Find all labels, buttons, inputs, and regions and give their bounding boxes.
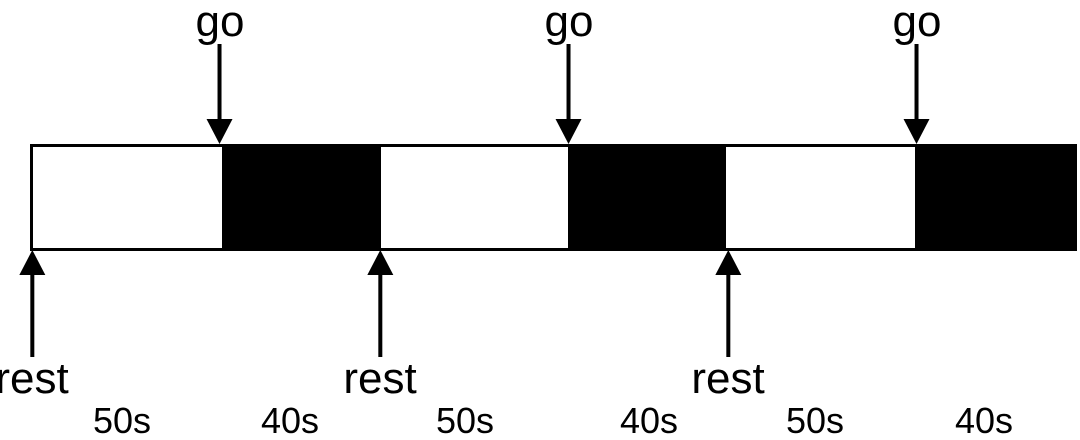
- go-label: go: [892, 0, 942, 46]
- up-arrow-icon: [366, 250, 393, 275]
- go-label: go: [544, 0, 594, 46]
- duration-label: 40s: [954, 400, 1014, 440]
- up-arrow-icon: [714, 250, 741, 275]
- rest-label: rest: [691, 354, 765, 403]
- duration-label: 50s: [435, 400, 495, 440]
- down-arrow-icon: [555, 119, 582, 144]
- down-arrow-icon: [903, 119, 930, 144]
- duration-label: 50s: [785, 400, 845, 440]
- go-label: go: [195, 0, 245, 46]
- down-arrow-icon: [206, 119, 233, 144]
- segment-rest-block: [33, 147, 222, 248]
- duration-label: 50s: [92, 400, 152, 440]
- rest-label: rest: [0, 354, 69, 403]
- down-arrow-line: [217, 44, 222, 119]
- rest-marker: rest: [343, 250, 417, 403]
- go-marker: go: [195, 0, 245, 144]
- segment-go-block: [221, 147, 381, 248]
- duration-label: 40s: [619, 400, 679, 440]
- segment-go-block: [914, 147, 1074, 248]
- up-arrow-line: [377, 275, 382, 357]
- segment-rest-block: [380, 147, 568, 248]
- segment-rest-block: [726, 147, 915, 248]
- rest-label: rest: [343, 354, 417, 403]
- rest-marker: rest: [691, 250, 765, 403]
- down-arrow-line: [566, 44, 571, 119]
- up-arrow-line: [29, 275, 34, 357]
- segment-go-block: [567, 147, 726, 248]
- up-arrow-icon: [18, 250, 45, 275]
- go-marker: go: [892, 0, 942, 144]
- timeline-bar: [30, 144, 1077, 251]
- rest-marker: rest: [0, 250, 69, 401]
- up-arrow-line: [725, 275, 730, 357]
- duration-label: 40s: [260, 400, 320, 440]
- down-arrow-line: [914, 44, 919, 119]
- go-marker: go: [544, 0, 594, 144]
